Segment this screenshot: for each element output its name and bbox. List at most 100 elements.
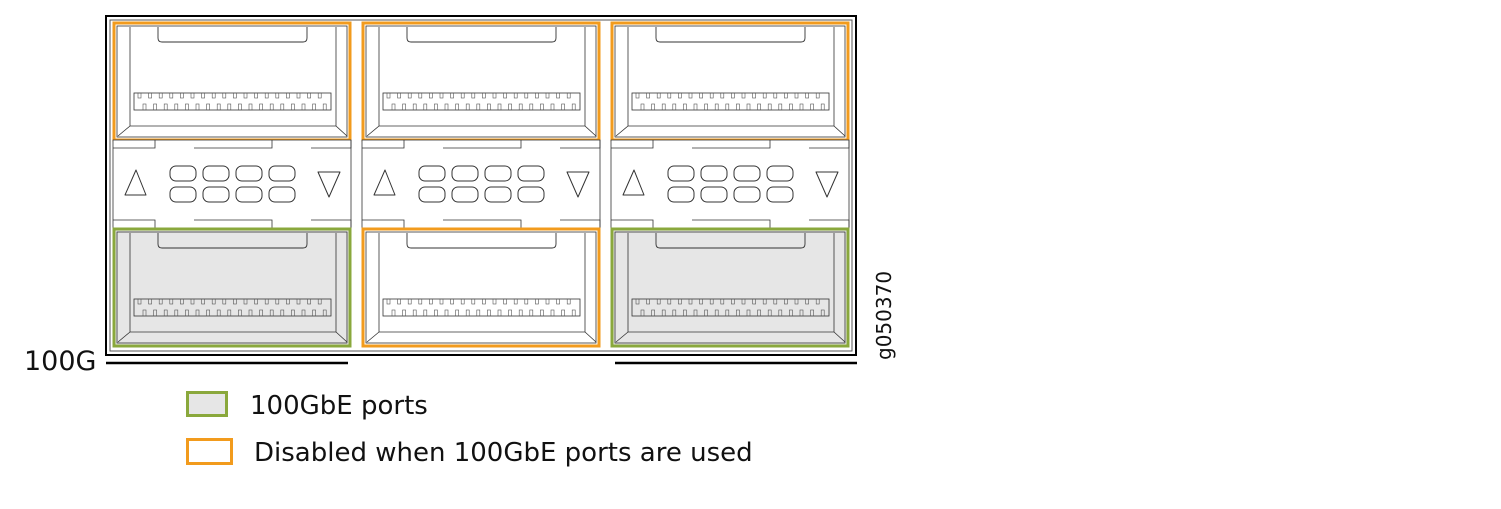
pin [518, 309, 523, 317]
pin [508, 103, 512, 111]
pin [185, 103, 189, 111]
pin [391, 309, 396, 317]
pin [429, 92, 433, 99]
pin [465, 103, 470, 111]
pin [439, 92, 444, 99]
pin [731, 298, 735, 305]
pin [720, 92, 725, 99]
pin [296, 298, 301, 305]
pin [169, 298, 174, 305]
led-indicator [484, 165, 512, 182]
connector [382, 92, 581, 111]
led-indicator [700, 165, 728, 182]
led-indicator [517, 165, 545, 182]
pin [704, 309, 708, 317]
pin [307, 92, 311, 99]
cage-edge [335, 125, 348, 137]
pin [815, 298, 820, 305]
latch-tab [406, 233, 557, 249]
pin [402, 309, 406, 317]
pin [280, 103, 285, 111]
pin [635, 92, 640, 99]
port-bottom-2 [361, 227, 601, 348]
pin [254, 92, 258, 99]
port-bottom-2-cage [365, 231, 597, 344]
pin [810, 309, 814, 317]
pin [794, 298, 799, 305]
pin [148, 92, 152, 99]
pin [163, 103, 168, 111]
pin [211, 92, 216, 99]
pin [566, 298, 571, 305]
pin [412, 309, 417, 317]
pin [286, 298, 290, 305]
pin [243, 298, 248, 305]
pin [418, 298, 423, 305]
port-divider [112, 139, 352, 229]
pin [741, 298, 746, 305]
pin [661, 309, 666, 317]
pin [269, 103, 274, 111]
up-arrow-icon [373, 169, 396, 196]
pin [301, 309, 306, 317]
connector [631, 298, 830, 317]
pin [661, 103, 666, 111]
pin [540, 103, 544, 111]
pin [762, 298, 767, 305]
pin [820, 309, 825, 317]
pin [158, 92, 163, 99]
pin [482, 92, 486, 99]
pin [799, 103, 804, 111]
pin [492, 298, 497, 305]
cage-edge [833, 125, 846, 137]
pin [492, 92, 497, 99]
pin [174, 309, 179, 317]
latch-tab [157, 233, 308, 249]
led-indicator [484, 186, 512, 203]
pin [450, 298, 454, 305]
notch [692, 140, 771, 149]
cage-edge [366, 125, 380, 137]
pin [805, 298, 809, 305]
pin [455, 103, 459, 111]
pin [646, 298, 650, 305]
pin [397, 298, 401, 305]
pin [142, 309, 147, 317]
pin [259, 309, 263, 317]
notch [692, 219, 771, 228]
pin [773, 92, 778, 99]
pin [444, 309, 449, 317]
pin [227, 103, 232, 111]
legend-label: 100GbE ports [250, 391, 428, 421]
pin [667, 298, 672, 305]
pin [201, 92, 205, 99]
led-indicator [268, 186, 296, 203]
pin [317, 92, 322, 99]
port-top-2 [361, 21, 601, 142]
pin [736, 103, 740, 111]
pin [190, 92, 195, 99]
pin [741, 92, 746, 99]
pin [709, 92, 714, 99]
pin [767, 309, 772, 317]
port-bottom-3 [610, 227, 850, 348]
notch [611, 219, 654, 228]
pin [471, 298, 476, 305]
pin [656, 92, 661, 99]
notch [809, 219, 850, 228]
pin [773, 298, 778, 305]
pin [243, 92, 248, 99]
led-indicator [667, 165, 695, 182]
led-indicator [667, 186, 695, 203]
pin [206, 309, 210, 317]
pin [418, 92, 423, 99]
pin [725, 103, 730, 111]
pin [672, 309, 677, 317]
pin [529, 309, 534, 317]
pin [216, 309, 221, 317]
pin [518, 103, 523, 111]
pin [508, 309, 512, 317]
pin [566, 92, 571, 99]
led-indicator [766, 165, 794, 182]
